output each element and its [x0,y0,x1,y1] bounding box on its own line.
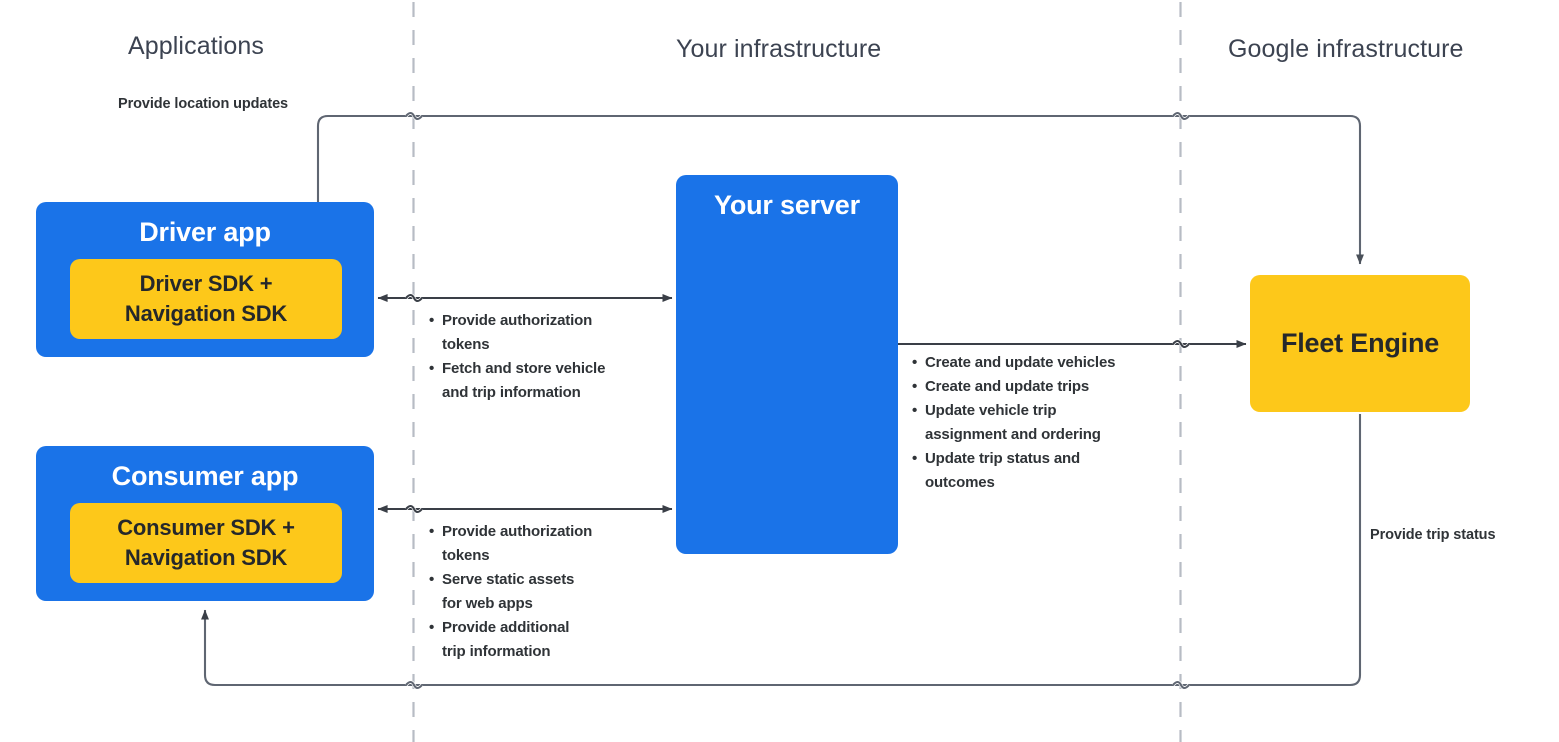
bullet-item: Create and update trips [912,375,1172,399]
node-consumer-sdk[interactable]: Consumer SDK + Navigation SDK [70,503,342,583]
node-consumer-sdk-label: Consumer SDK + Navigation SDK [117,513,295,573]
node-your-server-title: Your server [714,190,860,220]
edge-trip-status [201,414,1362,690]
node-consumer-sdk-line2: Navigation SDK [124,545,288,570]
node-consumer-app[interactable]: Consumer app Consumer SDK + Navigation S… [36,446,374,601]
node-driver-sdk-line2: Navigation SDK [124,301,288,326]
edge-server-fleet [898,339,1247,349]
bullet-item: Create and update vehicles [912,351,1172,375]
column-header-applications: Applications [128,32,265,60]
node-driver-sdk-label: Driver SDK + Navigation SDK [125,269,287,329]
edge-location-updates [316,111,1364,268]
bullets-server-fleet: Create and update vehiclesCreate and upd… [912,351,1172,495]
edge-driver-server [377,293,673,303]
node-driver-app-title: Driver app [139,217,271,247]
edge-label-location-updates: Provide location updates [118,96,289,112]
node-driver-app[interactable]: Driver app Driver SDK + Navigation SDK [36,202,374,357]
node-consumer-sdk-line1: Consumer SDK + [117,515,295,540]
node-fleet-engine[interactable]: Fleet Engine [1250,275,1470,412]
column-header-google-infrastructure: Google infrastructure [1228,35,1464,63]
edge-consumer-server [377,504,673,514]
bullets-consumer-server: Provide authorizationtokensServe static … [429,520,669,664]
node-fleet-engine-title: Fleet Engine [1280,328,1440,358]
edge-label-trip-status: Provide trip status [1370,527,1496,543]
node-driver-sdk[interactable]: Driver SDK + Navigation SDK [70,259,342,339]
node-consumer-app-title: Consumer app [111,461,299,491]
node-driver-sdk-line1: Driver SDK + [139,271,273,296]
column-header-your-infrastructure: Your infrastructure [676,35,882,63]
node-your-server[interactable]: Your server [676,175,898,554]
bullets-driver-server: Provide authorizationtokensFetch and sto… [429,309,669,405]
